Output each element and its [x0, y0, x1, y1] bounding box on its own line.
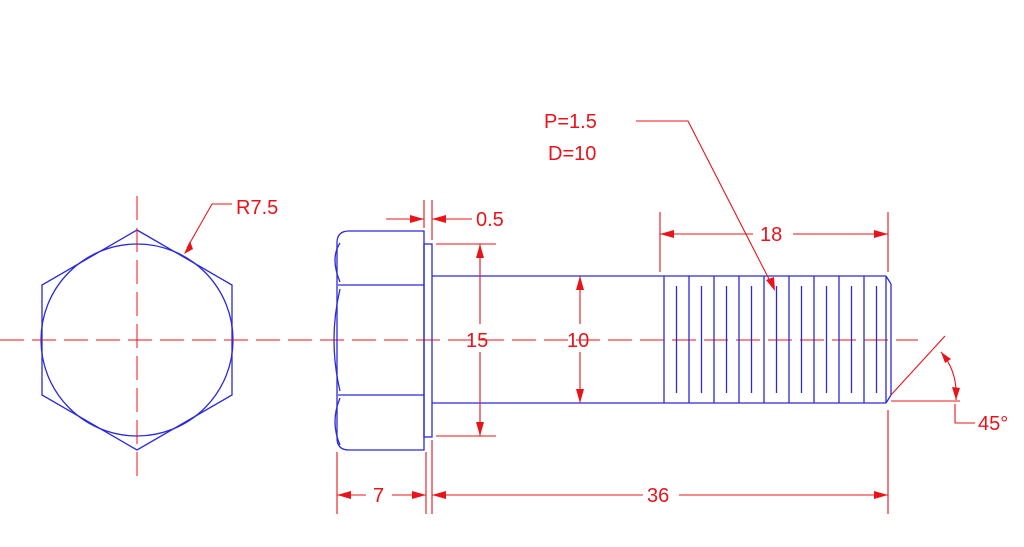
- thread-region: [663, 276, 878, 403]
- shank-diameter-label: 10: [567, 330, 589, 352]
- radius-dimension: R7.5: [184, 197, 278, 254]
- thread-length-label: 18: [760, 224, 782, 246]
- head-height-dimension: 7: [336, 452, 427, 514]
- chamfer-angle-dimension: 45°: [890, 335, 1008, 435]
- radius-label: R7.5: [236, 197, 278, 219]
- head-width-label: 15: [466, 330, 488, 352]
- hexagon-outline: [41, 229, 233, 451]
- shank-diameter-dimension: 10: [567, 276, 589, 403]
- bolt-shank: [432, 275, 892, 404]
- pitch-label: P=1.5: [544, 111, 597, 133]
- bolt-length-dimension: 36: [431, 410, 889, 514]
- bolt-head: [333, 230, 425, 451]
- washer-thickness-dimension: 0.5: [386, 200, 504, 240]
- head-height-label: 7: [373, 485, 384, 507]
- diameter-label: D=10: [548, 143, 596, 165]
- chamfer-angle-label: 45°: [978, 413, 1008, 435]
- bolt-length-label: 36: [647, 485, 669, 507]
- washer-thickness-label: 0.5: [476, 209, 504, 231]
- thread-callout: P=1.5 D=10: [544, 111, 775, 291]
- thread-length-dimension: 18: [659, 212, 889, 272]
- head-width-dimension: 15: [436, 243, 496, 437]
- washer-face: [423, 243, 433, 438]
